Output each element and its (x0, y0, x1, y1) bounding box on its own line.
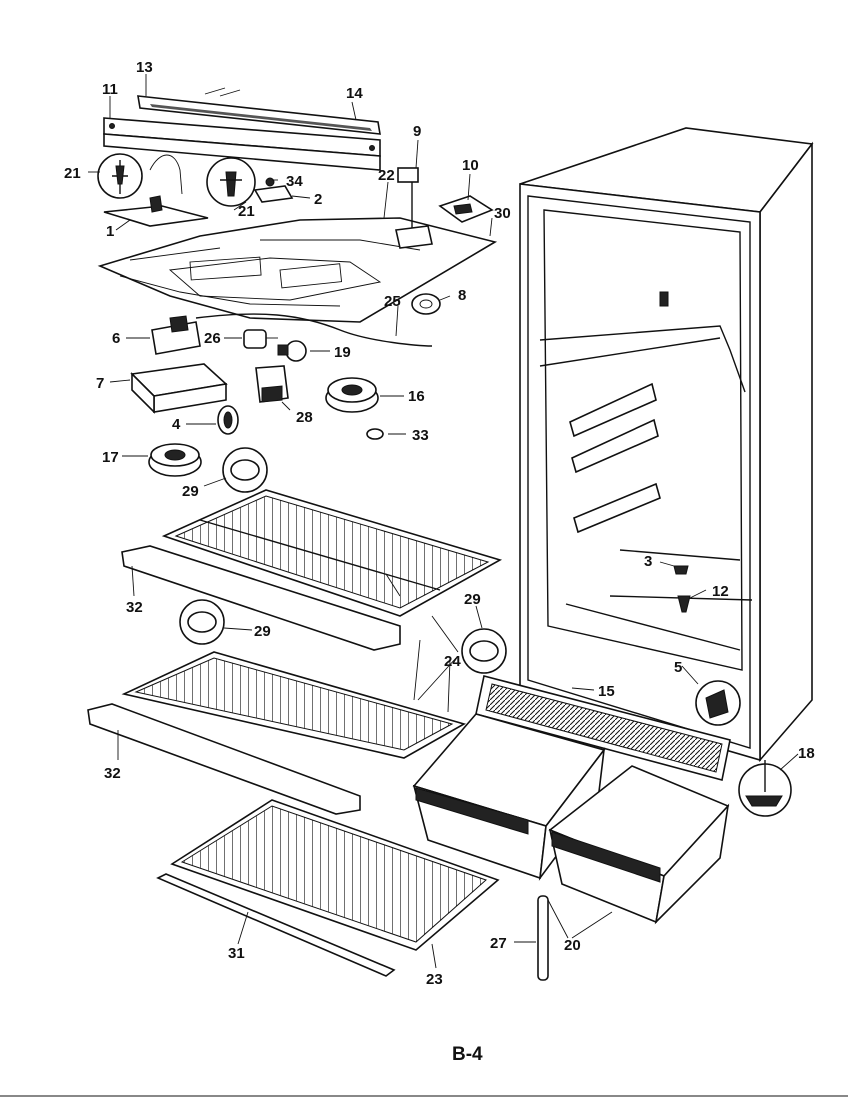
callout-28: 28 (296, 409, 313, 426)
callout-25: 25 (384, 293, 401, 310)
callout-12: 12 (712, 583, 729, 600)
callout-27: 27 (490, 935, 507, 952)
callout-22: 22 (378, 167, 395, 184)
light-bulb (277, 340, 307, 362)
callout-20: 20 (564, 937, 581, 954)
callout-3: 3 (644, 553, 652, 570)
crisper-cover-trim (156, 873, 396, 977)
control-panel-liner (97, 217, 498, 323)
callout-2: 2 (314, 191, 322, 208)
callout-31: 31 (228, 945, 245, 962)
callout-16: 16 (408, 388, 425, 405)
clip-detail-left (97, 153, 143, 199)
callout-21-middle: 21 (238, 203, 255, 220)
callout-29-middle: 29 (254, 623, 271, 640)
refrigerator-cabinet (519, 127, 814, 763)
callout-5: 5 (674, 659, 682, 676)
clip-detail-middle (206, 157, 256, 207)
callout-13: 13 (136, 59, 153, 76)
freezer-dial (148, 443, 202, 477)
shelf-support-middle (179, 599, 225, 645)
shelf-support-right (461, 628, 507, 674)
light-switch (255, 365, 289, 403)
control-dial (325, 377, 379, 413)
callout-18: 18 (798, 745, 815, 762)
shelf-support-top (222, 447, 268, 493)
damper-plate (438, 195, 494, 223)
thermostat (151, 315, 201, 355)
callout-1: 1 (106, 223, 114, 240)
callout-10: 10 (462, 157, 479, 174)
leveling-leg (738, 760, 792, 817)
crisper-drawer-right (548, 765, 730, 925)
lower-wire-shelf (121, 639, 467, 759)
callout-19: 19 (334, 344, 351, 361)
callout-labels: 13 11 14 9 10 21 22 34 2 21 30 1 8 25 6 … (64, 59, 815, 988)
callout-15: 15 (598, 683, 615, 700)
light-socket (243, 329, 278, 349)
callout-17: 17 (102, 449, 119, 466)
callout-32-lower: 32 (104, 765, 121, 782)
damper-shaft (395, 167, 433, 249)
callout-7: 7 (96, 375, 104, 392)
page-label: B-4 (452, 1044, 483, 1065)
callout-21-left: 21 (64, 165, 81, 182)
shelf-front-trim-lower (87, 703, 361, 815)
callout-33: 33 (412, 427, 429, 444)
grommet (411, 293, 441, 315)
control-housing (130, 363, 228, 414)
thermostat-bracket (103, 195, 209, 227)
crisper-cover-shelf (170, 799, 500, 951)
top-trim-strip (137, 87, 381, 135)
capillary-tube (195, 313, 433, 347)
callout-29-top: 29 (182, 483, 199, 500)
callout-23: 23 (426, 971, 443, 988)
control-knob (217, 405, 239, 435)
callout-6: 6 (112, 330, 120, 347)
washer (366, 428, 384, 440)
callout-9: 9 (413, 123, 421, 140)
control-knob-assembly (253, 177, 294, 203)
callout-8: 8 (458, 287, 466, 304)
callout-24: 24 (444, 653, 461, 670)
shelf-front-trim-upper (121, 545, 401, 651)
callout-29-right: 29 (464, 591, 481, 608)
bottom-grille (475, 675, 731, 781)
leader-lines (88, 74, 799, 969)
callout-34: 34 (286, 173, 303, 190)
callout-26: 26 (204, 330, 221, 347)
callout-14: 14 (346, 85, 363, 102)
callout-4: 4 (172, 416, 181, 433)
hinge-bracket (695, 680, 741, 726)
callout-11: 11 (102, 81, 118, 98)
callout-32-upper: 32 (126, 599, 143, 616)
drawer-divider-post (537, 895, 549, 981)
top-rail (103, 117, 381, 171)
callout-30: 30 (494, 205, 511, 222)
upper-wire-shelf (161, 489, 503, 617)
